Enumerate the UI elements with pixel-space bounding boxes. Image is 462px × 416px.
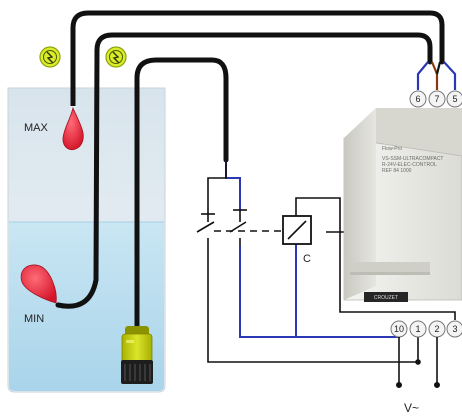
sensor-cables	[55, 10, 445, 336]
bottom-terminal-block: 10 1 2 3	[390, 320, 462, 338]
terminal-7: 7	[434, 94, 439, 104]
float-status-badge-icon	[105, 46, 127, 68]
device-brand: CROUZET	[374, 295, 398, 301]
submersible-pump-icon	[121, 326, 153, 384]
float-status-badge-icon	[39, 46, 61, 68]
device-spec-1: VS-SSM-ULTRACOMPACT	[382, 156, 443, 162]
contactor-coil	[282, 215, 312, 245]
device-spec-3: REF 84 1000	[382, 168, 412, 174]
max-level-label: MAX	[24, 122, 49, 134]
device-spec-2: R-24V-ELEC-CONTROL	[382, 162, 437, 168]
terminal-2: 2	[434, 324, 439, 334]
black-wiring	[207, 160, 456, 363]
device-name: Flow-Pro	[382, 146, 402, 152]
max-float-cable	[70, 10, 445, 111]
level-controller-module: CROUZET Flow-Pro VS-SSM-ULTRACOMPACT R-2…	[343, 108, 462, 302]
float-switch-icon	[62, 106, 84, 151]
terminal-6: 6	[415, 94, 420, 104]
contactor-label: C	[303, 253, 311, 265]
top-terminal-wires	[416, 61, 457, 90]
supply-voltage-label: V~	[404, 401, 419, 415]
terminal-1: 1	[415, 324, 420, 334]
pump-cable	[134, 57, 229, 336]
supply-leads	[395, 337, 440, 388]
terminal-5: 5	[452, 94, 457, 104]
min-level-label: MIN	[24, 313, 44, 325]
terminal-10: 10	[394, 324, 404, 334]
contact-symbols	[196, 209, 247, 246]
float-switch-icon	[20, 264, 57, 304]
top-terminal-block: 6 7 5	[409, 90, 462, 108]
min-float-cable	[55, 32, 433, 309]
terminal-3: 3	[452, 324, 457, 334]
